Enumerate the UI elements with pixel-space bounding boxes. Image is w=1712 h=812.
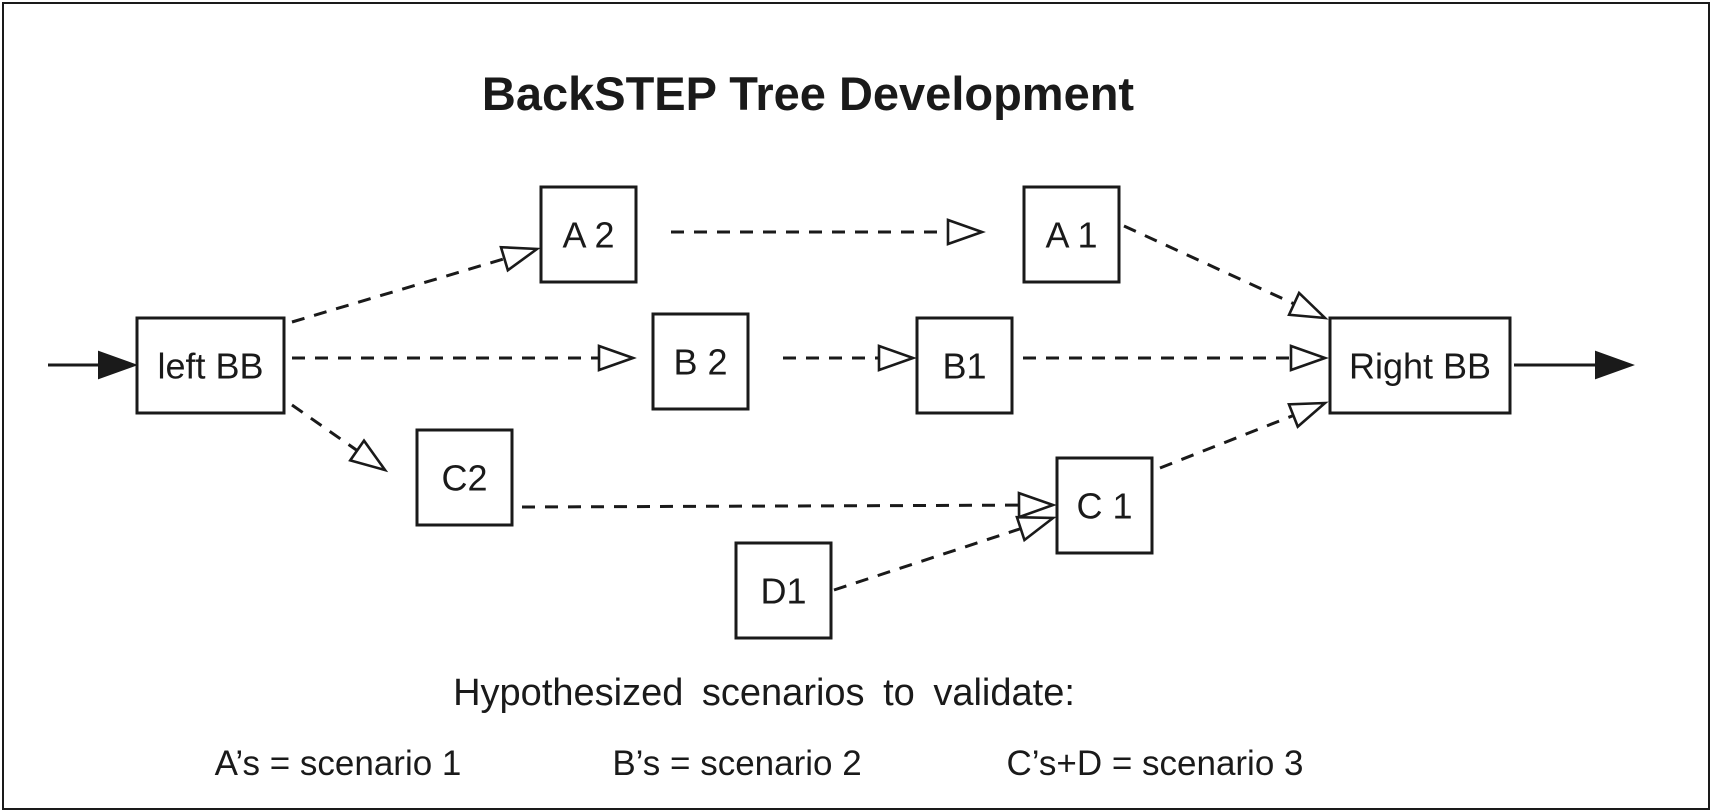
scenario-3-label: C’s+D = scenario 3 [1006,744,1303,783]
node-right-bb: Right BB [1328,316,1512,415]
node-b2: B 2 [651,312,750,411]
edge-line [521,503,1020,509]
node-left-bb: left BB [135,316,286,415]
arrowhead-icon [877,344,917,372]
node-box [1055,456,1154,555]
edge-input-to-left-bb [48,350,138,380]
scenario-1-label: A’s = scenario 1 [215,744,462,783]
node-a1: A 1 [1022,185,1121,284]
scenario-2-label: B’s = scenario 2 [612,744,861,783]
node-a2: A 2 [539,185,638,284]
edge-left-bb-to-b2 [292,344,637,372]
node-box [539,185,638,284]
diagram-title: BackSTEP Tree Development [482,67,1135,120]
edge-b2-to-b1 [783,344,917,372]
edge-line [1159,414,1294,470]
node-label: A 1 [1045,215,1097,256]
arrowhead-icon [1595,350,1635,380]
node-label: A 2 [562,215,614,256]
node-label: C2 [441,458,487,499]
edge-d1-to-c1 [833,515,1057,592]
node-box [915,316,1014,415]
node-label: B 2 [673,342,727,383]
arrowhead-icon [348,438,389,473]
edge-b1-to-right-bb [1023,344,1329,372]
edge-left-bb-to-a2 [291,245,541,324]
edge-a2-to-a1 [671,218,986,246]
arrowhead-icon [499,245,541,273]
node-b1: B1 [915,316,1014,415]
edge-right-bb-to-output [1514,350,1635,380]
node-c1: C 1 [1055,456,1154,555]
node-label: left BB [157,346,263,387]
arrowhead-icon [597,344,637,372]
arrowhead-icon [98,350,138,380]
arrowhead-icon [1287,401,1329,429]
node-box [1022,185,1121,284]
edge-line [833,527,1022,592]
node-box [135,316,286,415]
edge-line [291,257,505,324]
edge-line [1123,224,1295,306]
arrowhead-icon [1287,290,1329,320]
edge-a1-to-right-bb [1123,224,1329,320]
node-label: C 1 [1076,486,1132,527]
node-box [734,541,833,640]
arrowhead-icon [1015,515,1057,543]
node-box [1328,316,1512,415]
arrowhead-icon [1289,344,1329,372]
node-label: D1 [760,571,806,612]
arrowhead-icon [1017,491,1057,519]
node-box [415,428,514,527]
edges-layer [48,218,1635,592]
arrowhead-icon [946,218,986,246]
node-label: B1 [942,346,986,387]
edge-left-bb-to-c2 [291,403,389,473]
node-c2: C2 [415,428,514,527]
node-label: Right BB [1349,346,1491,387]
edge-c2-to-c1 [521,491,1057,519]
node-box [651,312,750,411]
edge-c1-to-right-bb [1159,401,1329,470]
node-d1: D1 [734,541,833,640]
scenarios-caption: Hypothesized scenarios to validate: [453,672,1075,714]
